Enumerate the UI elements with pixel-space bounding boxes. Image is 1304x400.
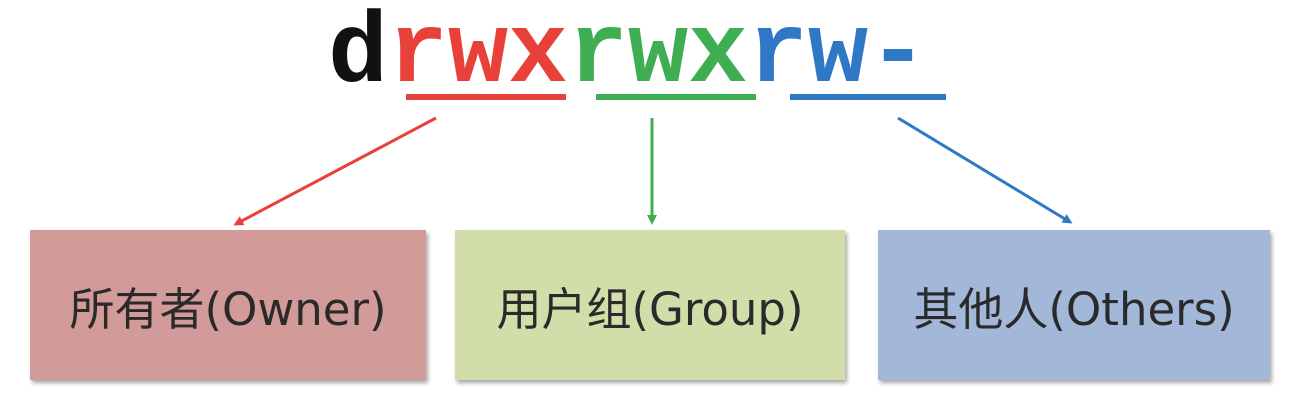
- owner-label: 所有者(Owner): [69, 282, 387, 336]
- group-write-char: w: [628, 0, 689, 112]
- others-exec-char: -: [868, 0, 929, 112]
- others-label: 其他人(Others): [913, 282, 1235, 336]
- group-label: 用户组(Group): [496, 282, 804, 336]
- owner-box: 所有者(Owner): [30, 230, 426, 380]
- permission-string: d r w x r w x r w -: [328, 6, 928, 106]
- owner-arrow: [233, 116, 437, 226]
- file-type-char: d: [328, 0, 389, 112]
- group-box: 用户组(Group): [455, 230, 845, 380]
- owner-exec-char: x: [508, 0, 569, 112]
- others-arrow: [897, 116, 1073, 224]
- group-exec-char: x: [688, 0, 749, 112]
- owner-write-char: w: [448, 0, 509, 112]
- others-write-char: w: [808, 0, 869, 112]
- others-read-char: r: [748, 0, 809, 112]
- group-read-char: r: [568, 0, 629, 112]
- others-box: 其他人(Others): [878, 230, 1270, 380]
- owner-read-char: r: [388, 0, 449, 112]
